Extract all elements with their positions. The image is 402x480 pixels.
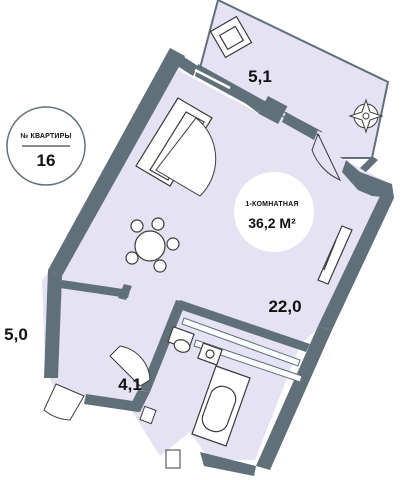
plant-icon	[348, 98, 384, 134]
bathroom-area-label: 4,1	[118, 375, 142, 394]
washbasin-icon	[197, 342, 223, 366]
armchair	[209, 15, 253, 59]
total-area-badge: 1-КОМНАТНАЯ 36,2 М²	[234, 172, 314, 252]
dining-table	[125, 217, 180, 273]
entrance-door	[43, 383, 85, 421]
apartment-label: № КВАРТИРЫ	[20, 132, 71, 140]
kitchen-counter	[317, 225, 353, 285]
apartment-type: 1-КОМНАТНАЯ	[245, 201, 298, 208]
interior-walls	[60, 96, 310, 412]
apartment-number-badge: № КВАРТИРЫ 16	[6, 106, 86, 186]
main-room-area-label: 22,0	[268, 297, 301, 316]
toilet-icon	[167, 325, 195, 353]
ventilation-shaft	[139, 405, 181, 469]
bathtub-icon	[191, 365, 251, 447]
outer-walls	[44, 48, 394, 476]
balcony-door	[311, 132, 342, 182]
bathroom-door	[109, 345, 151, 387]
hall-area-label: 5,0	[4, 325, 28, 344]
apartment-number: 16	[37, 151, 56, 170]
balcony-area-label: 5,1	[248, 67, 272, 86]
total-area: 36,2 М²	[248, 215, 296, 231]
rug	[155, 117, 217, 197]
